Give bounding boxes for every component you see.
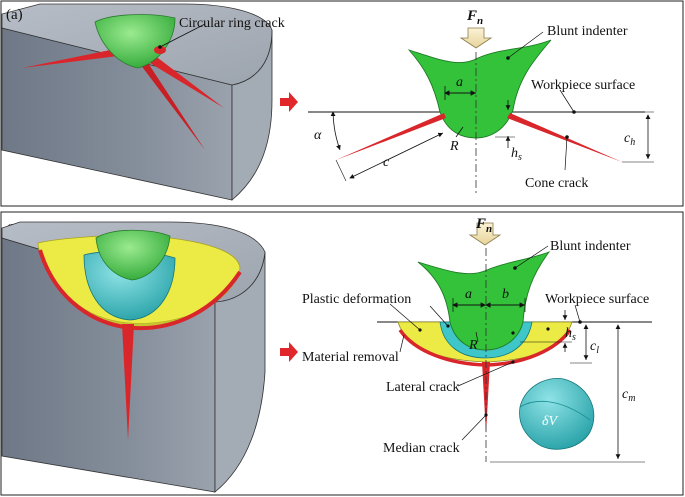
panel-b-median-label: Median crack bbox=[383, 441, 460, 456]
panel-b-sym-cl: cl bbox=[590, 339, 599, 356]
panel-a-tag: (a) bbox=[6, 7, 23, 23]
panel-b-volume-element: δV bbox=[519, 378, 595, 450]
panel-b-sym-R: R bbox=[468, 338, 478, 353]
panel-a-cone-crack-right bbox=[507, 113, 622, 162]
panel-a-frame bbox=[0, 0, 684, 207]
panel-b-removal-label: Material removal bbox=[302, 350, 399, 365]
panel-a-indenter-label: Blunt indenter bbox=[547, 24, 628, 39]
panel-b-force-label: Fn bbox=[475, 216, 492, 235]
panel-b-indenter bbox=[417, 251, 551, 351]
panel-b-indenter-label: Blunt indenter bbox=[550, 239, 631, 254]
panel-b-median-crack-3d bbox=[122, 324, 134, 440]
panel-a-sym-a: a bbox=[456, 75, 463, 90]
panel-a-sym-c: c bbox=[383, 155, 390, 170]
panel-b-frame bbox=[0, 211, 684, 496]
panel-a-force-arrow bbox=[459, 27, 493, 49]
panel-b-plastic-label: Plastic deformation bbox=[302, 292, 411, 307]
panel-a-sym-ch: ch bbox=[624, 131, 635, 148]
panel-b-sym-hs: hs bbox=[565, 326, 576, 343]
panel-b-indenter-3d bbox=[95, 229, 171, 281]
panel-b-sym-a: a bbox=[465, 287, 472, 302]
panel-a-crack-right bbox=[145, 52, 224, 108]
panel-a-ring-crack-label: Circular ring crack bbox=[179, 16, 285, 31]
panel-a-schematic: Fn a R hs α c ch Blunt bbox=[308, 8, 654, 196]
panel-a-indenter-3d bbox=[94, 14, 176, 69]
panel-a-sym-hs: hs bbox=[511, 146, 522, 163]
panel-b-sym-dV: δV bbox=[542, 414, 559, 429]
panel-a-surface-label: Workpiece surface bbox=[531, 78, 635, 93]
panel-b-lateral-label: Lateral crack bbox=[386, 380, 459, 395]
panel-a-force-label: Fn bbox=[466, 8, 483, 27]
panel-b-sym-b: b bbox=[502, 287, 509, 302]
panel-b-workpiece-3d bbox=[1, 221, 266, 493]
panel-a-sym-alpha: α bbox=[314, 128, 322, 143]
panel-a-workpiece-3d bbox=[1, 3, 273, 201]
panel-b-lateral-crack-3d bbox=[38, 249, 242, 331]
panel-a-cone-crack-label: Cone crack bbox=[525, 176, 588, 191]
panel-b-sym-cm: cm bbox=[622, 387, 635, 404]
panel-a-indenter bbox=[407, 39, 552, 139]
panel-a-transition-arrow bbox=[280, 92, 298, 112]
panel-a-sym-R: R bbox=[449, 139, 459, 154]
panel-a-cone-crack-left bbox=[336, 113, 446, 160]
panel-b-force-arrow bbox=[468, 222, 502, 246]
panel-b-surface-label: Workpiece surface bbox=[545, 292, 649, 307]
panel-a-crack-left bbox=[22, 48, 120, 68]
panel-b-schematic: Fn a b R hs cl bbox=[302, 216, 652, 463]
panel-b-transition-arrow bbox=[280, 342, 298, 362]
